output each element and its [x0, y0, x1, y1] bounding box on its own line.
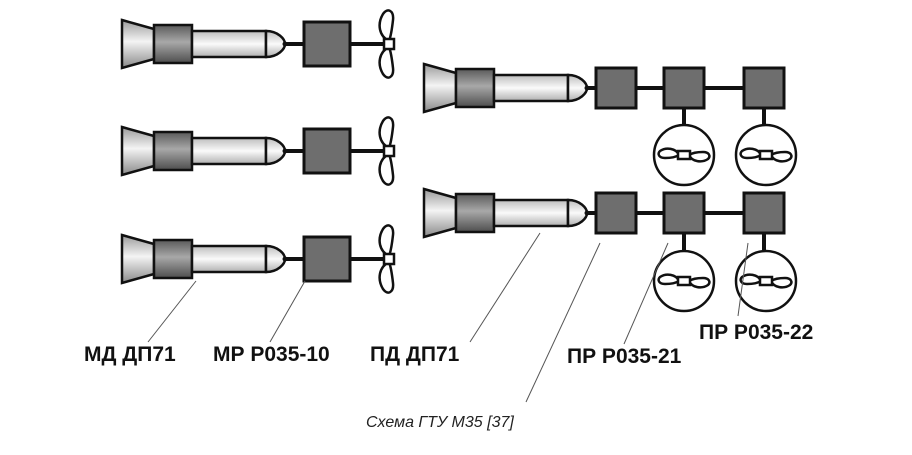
main-unit-upper: [422, 62, 798, 187]
leader-mr: [269, 280, 306, 343]
figure-caption: Схема ГТУ М35 [37]: [366, 414, 514, 431]
label-pr-r035-21: ПР Р035-21: [567, 345, 682, 368]
label-mr-r035-10: МР Р035-10: [213, 343, 330, 366]
leader-pr22: [737, 242, 749, 317]
label-pr-r035-22: ПР Р035-22: [699, 321, 814, 344]
boost-unit-1: [120, 9, 396, 79]
leader-md: [147, 280, 197, 343]
leader-lines: [147, 232, 749, 403]
leader-pr21b: [623, 242, 669, 345]
main-unit-lower: [422, 187, 798, 313]
leader-pr21: [525, 242, 601, 403]
leader-pd: [469, 232, 541, 343]
boost-unit-3: [120, 224, 396, 294]
boost-unit-2: [120, 116, 396, 186]
label-md-dp71: МД ДП71: [84, 343, 176, 366]
label-pd-dp71: ПД ДП71: [370, 343, 460, 366]
